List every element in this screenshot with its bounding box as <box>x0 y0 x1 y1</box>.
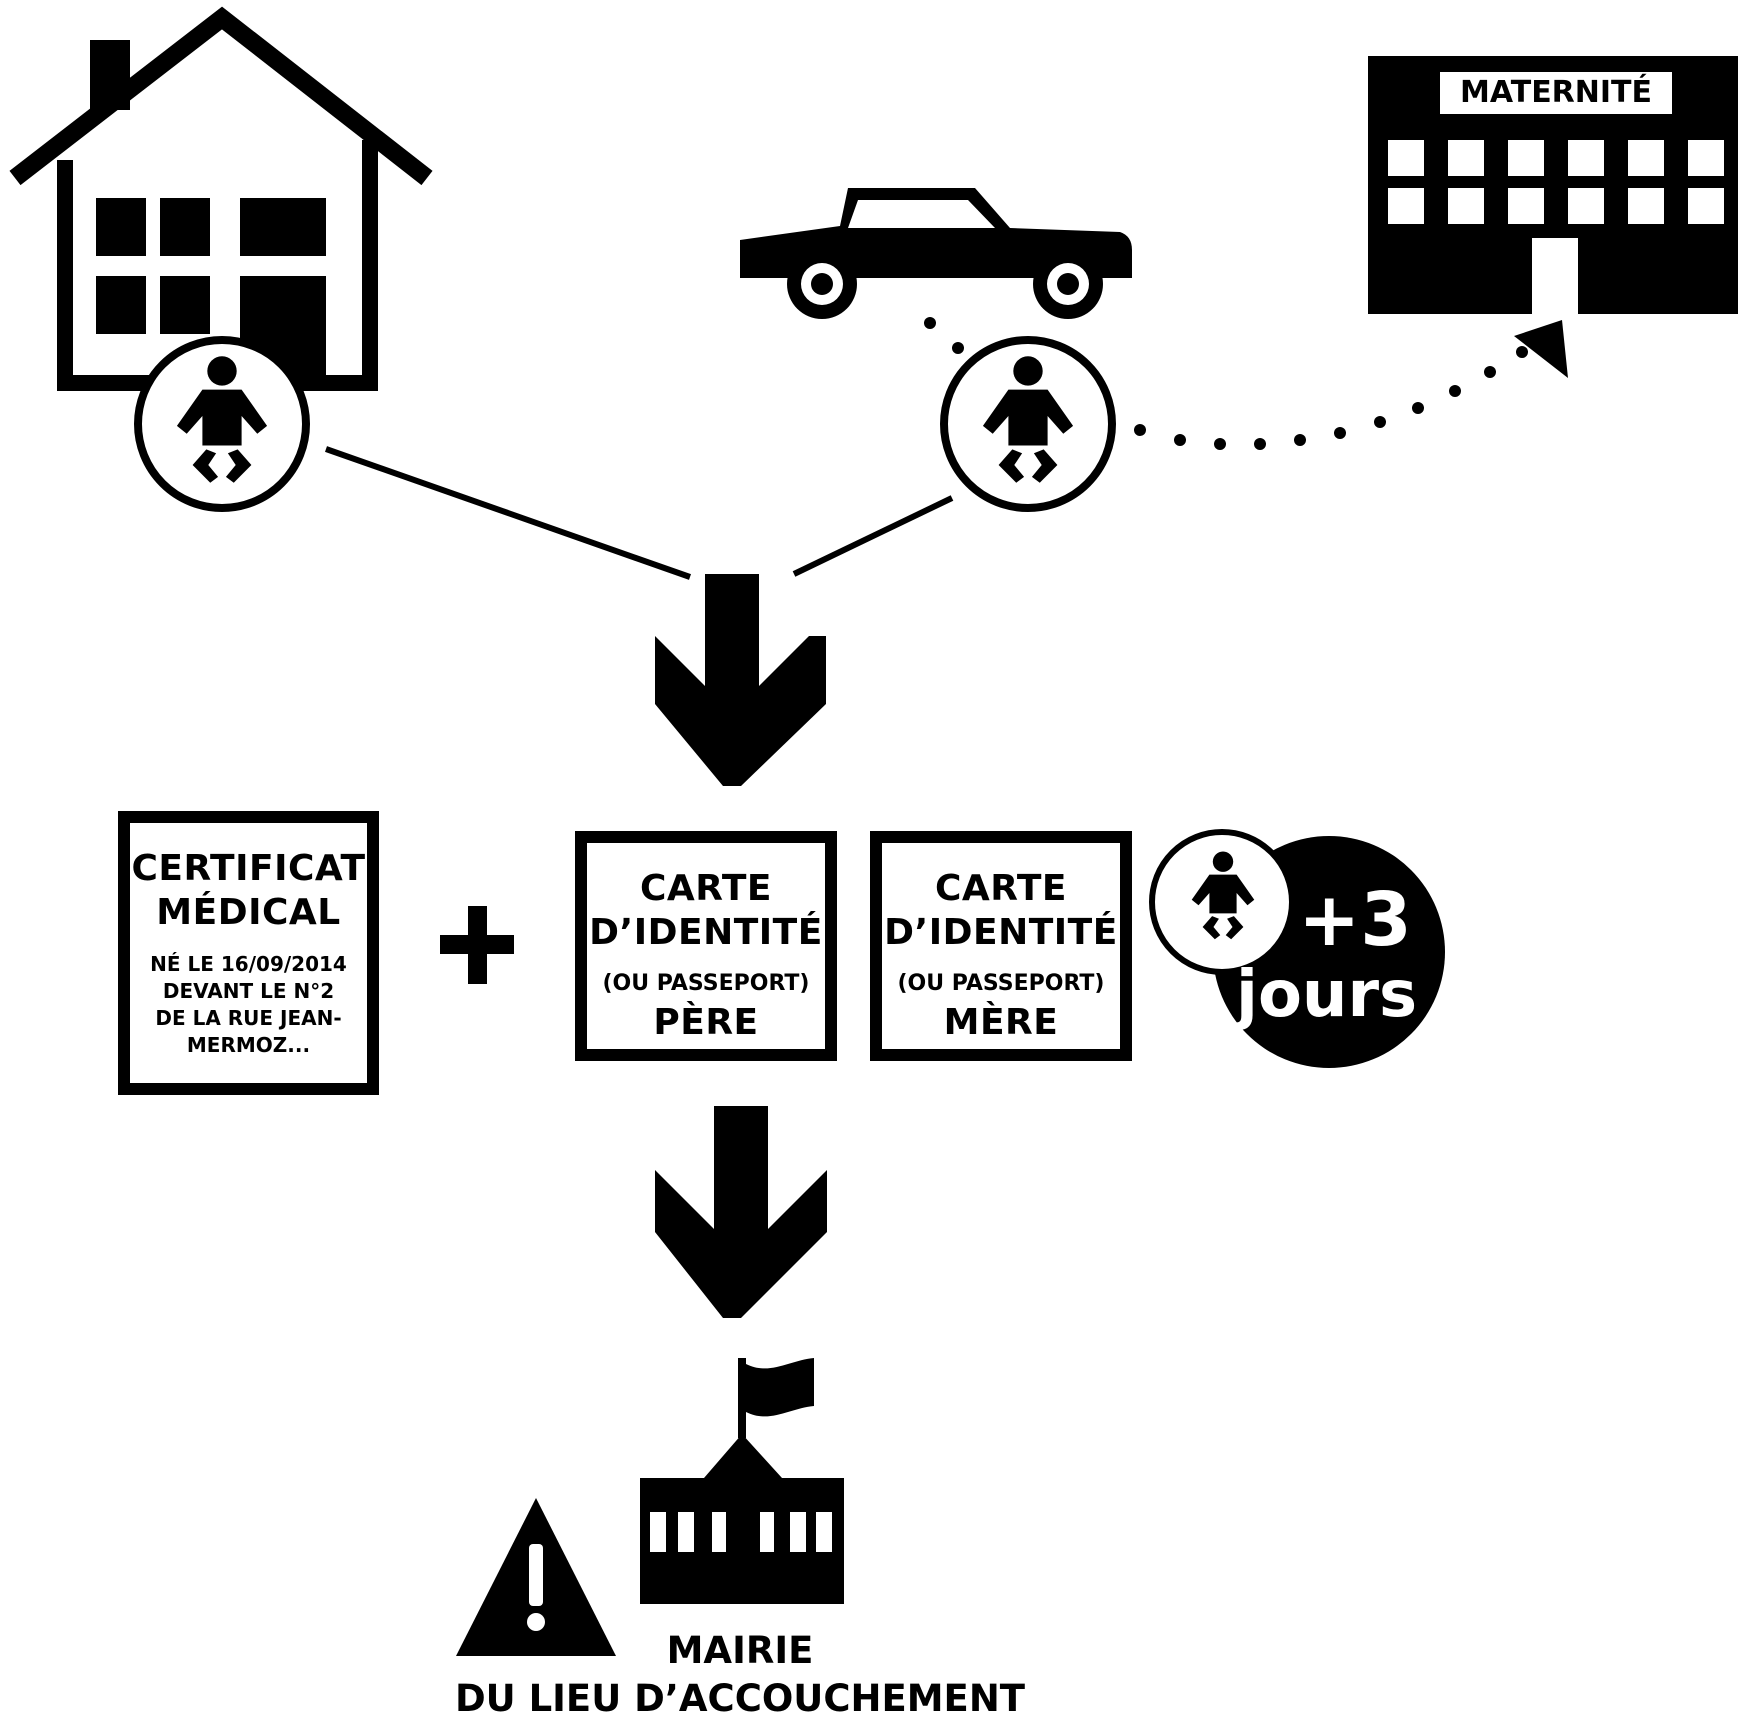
town-hall-label-line1: MAIRIE <box>666 1629 814 1672</box>
arrow-down-icon <box>655 1106 827 1318</box>
baby-in-car-icon <box>940 336 1116 512</box>
deadline-badge <box>1149 829 1445 1068</box>
arrow-down-icon <box>655 574 826 786</box>
dotted-path <box>924 317 1528 450</box>
town-hall-label-line2: DU LIEU D’ACCOUCHEMENT <box>454 1677 1026 1720</box>
father-card-line2: D’IDENTITÉ <box>589 912 823 953</box>
deadline-amount: +3 <box>1298 877 1412 963</box>
mother-card-line4: MÈRE <box>943 1002 1059 1043</box>
father-card-line4: PÈRE <box>653 1002 759 1043</box>
certificate-detail-line3: DE LA RUE JEAN- <box>155 1006 342 1030</box>
father-id-card: CARTE D’IDENTITÉ (OU PASSEPORT) PÈRE <box>575 831 837 1061</box>
father-card-line1: CARTE <box>639 868 773 909</box>
plus-icon <box>440 906 514 984</box>
house-icon <box>9 6 433 391</box>
car-icon <box>740 188 1132 319</box>
deadline-unit: jours <box>1236 958 1418 1032</box>
maternity-sign-label: MATERNITÉ <box>1459 75 1653 110</box>
mother-card-line1: CARTE <box>934 868 1068 909</box>
baby-at-home-icon <box>134 336 310 512</box>
connector-line-left <box>325 446 691 580</box>
certificate-title-line1: CERTIFICAT <box>131 848 366 889</box>
certificate-detail-line1: NÉ LE 16/09/2014 <box>150 952 347 976</box>
connector-line-right <box>792 495 954 577</box>
father-card-line3: (OU PASSEPORT) <box>602 971 810 996</box>
warning-icon <box>456 1498 616 1656</box>
mother-card-line3: (OU PASSEPORT) <box>897 971 1105 996</box>
certificate-title-line2: MÉDICAL <box>156 892 341 933</box>
dotted-arrowhead <box>1514 320 1568 378</box>
certificate-detail-line2: DEVANT LE N°2 <box>162 979 335 1003</box>
maternity-building-icon <box>1368 56 1738 314</box>
mother-card-line2: D’IDENTITÉ <box>884 912 1118 953</box>
medical-certificate-card: CERTIFICAT MÉDICAL NÉ LE 16/09/2014 DEVA… <box>118 811 379 1095</box>
certificate-detail-line4: MERMOZ... <box>186 1033 311 1057</box>
town-hall-icon <box>640 1358 844 1604</box>
mother-id-card: CARTE D’IDENTITÉ (OU PASSEPORT) MÈRE <box>870 831 1132 1061</box>
